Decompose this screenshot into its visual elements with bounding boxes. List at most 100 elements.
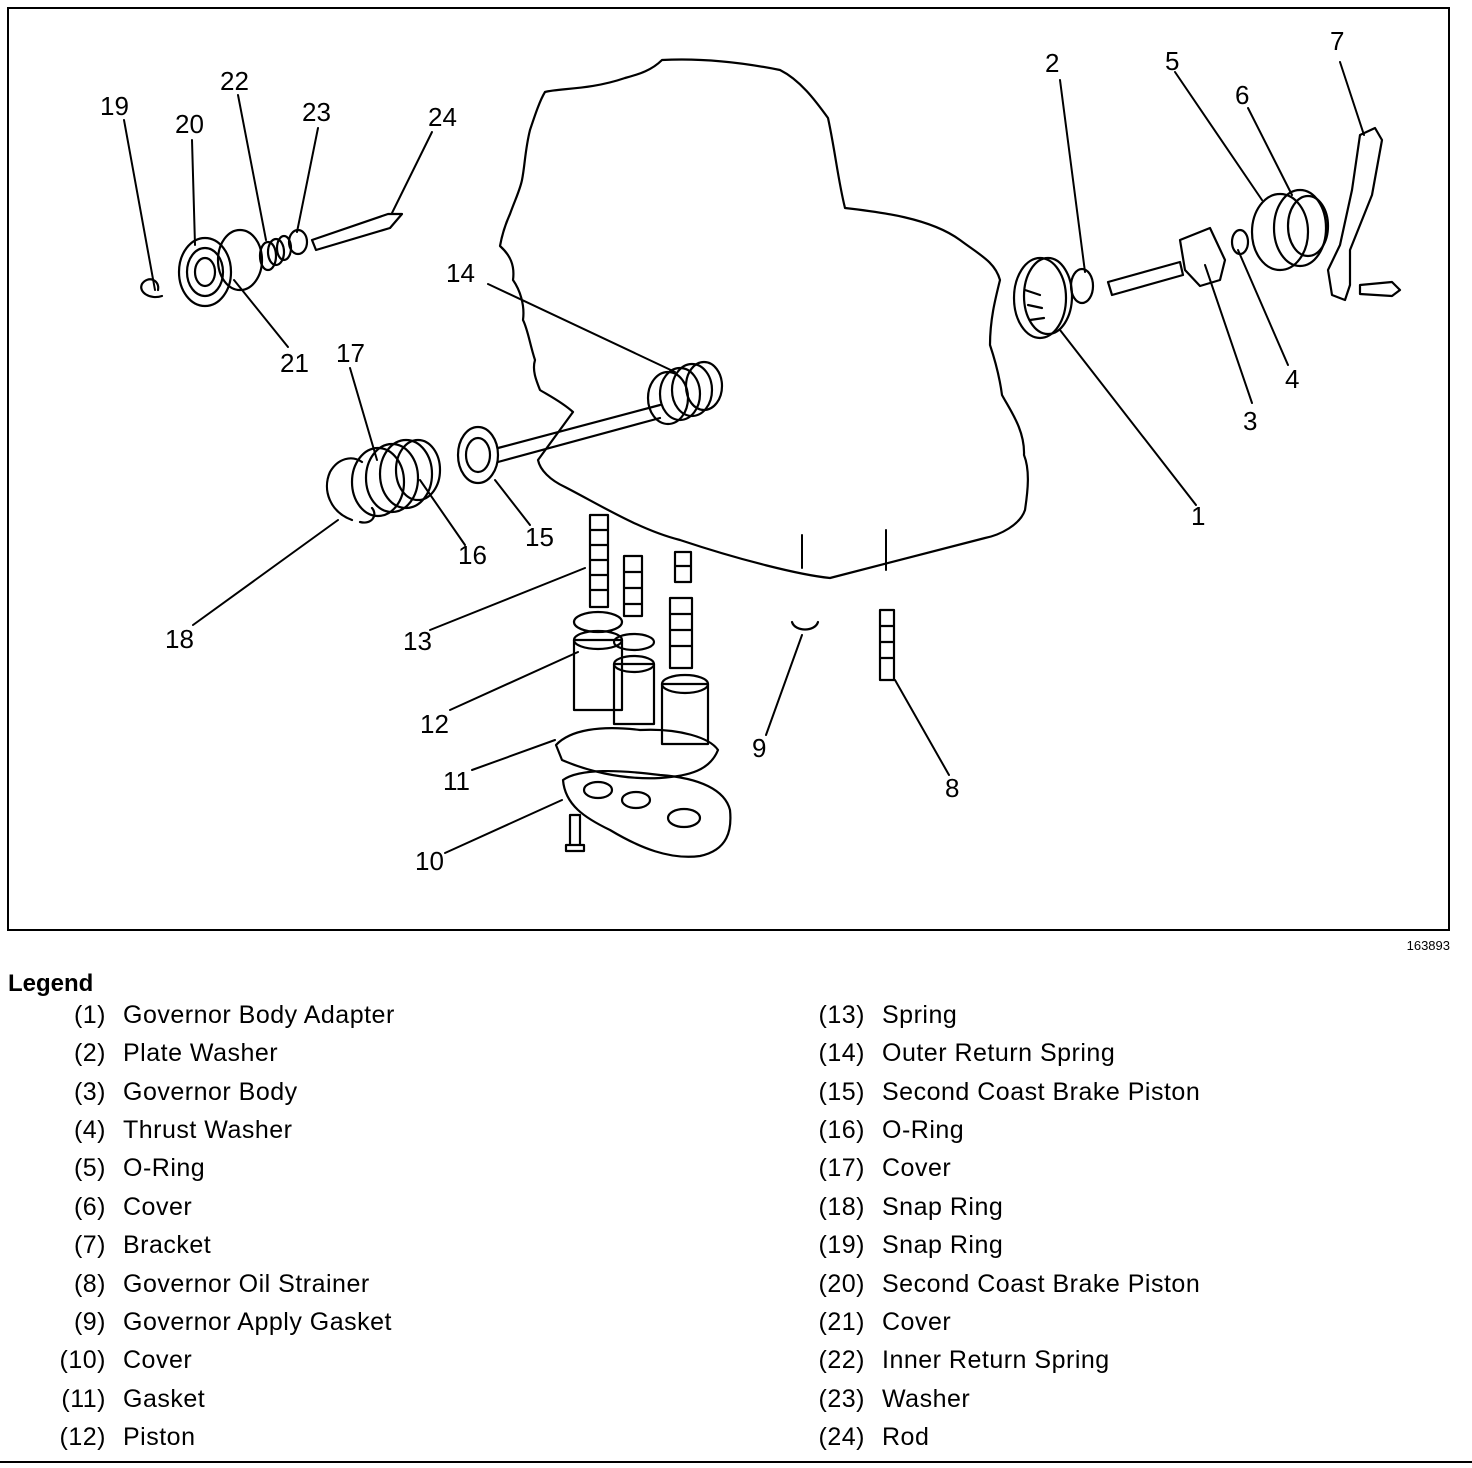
- transmission-case-outline: [498, 58, 1029, 580]
- legend-item-label: Thrust Washer: [123, 1116, 293, 1144]
- legend-item-number: (13): [818, 1001, 865, 1029]
- legend-item-number: (11): [61, 1385, 106, 1413]
- callout-10: 10: [415, 846, 444, 876]
- cover-plate-10: [561, 769, 732, 858]
- legend-item: (5): [0, 1150, 106, 1186]
- legend-item-label: Spring: [882, 1001, 958, 1029]
- callout-24: 24: [428, 102, 457, 132]
- legend-item-label: Snap Ring: [882, 1193, 1004, 1221]
- legend-item-number: (9): [73, 1308, 106, 1336]
- legend-item-number: (23): [818, 1385, 865, 1413]
- legend-item-label: O-Ring: [882, 1116, 965, 1144]
- legend-item: (7): [0, 1227, 106, 1263]
- legend-item-label: Bracket: [123, 1231, 212, 1259]
- legend-item-label: Cover: [123, 1346, 193, 1374]
- legend-item-number: (10): [59, 1346, 106, 1374]
- legend-item: (2): [0, 1035, 106, 1071]
- brake-piston-20: [177, 236, 233, 308]
- callout-22: 22: [220, 66, 249, 96]
- callout-6: 6: [1235, 80, 1249, 110]
- legend-item: (18): [0, 1189, 865, 1225]
- legend-item-label: Plate Washer: [123, 1039, 279, 1067]
- legend-item-number: (17): [818, 1154, 865, 1182]
- legend-item-label: Second Coast Brake Piston: [882, 1078, 1201, 1106]
- snap-ring-19: [140, 278, 164, 299]
- legend-item-label: Piston: [123, 1423, 196, 1451]
- inner-return-spring-22: [258, 234, 293, 272]
- legend-item-label: Governor Apply Gasket: [123, 1308, 392, 1336]
- legend-item: (6): [0, 1189, 106, 1225]
- pistons-12: [572, 610, 710, 746]
- legend-item-number: (16): [818, 1116, 865, 1144]
- callout-7: 7: [1330, 26, 1344, 56]
- governor-body-adapter-1: [1012, 256, 1074, 340]
- callout-numbers: 1 2 3 4 5 6 7 8 9 10 11 12 13 14 15 16 1…: [100, 26, 1344, 876]
- legend-item-number: (24): [818, 1423, 865, 1451]
- legend-item: (10): [0, 1342, 106, 1378]
- callout-23: 23: [302, 97, 331, 127]
- legend-item-number: (4): [73, 1116, 106, 1144]
- legend-item-number: (19): [818, 1231, 865, 1259]
- legend-item: (20): [0, 1266, 865, 1302]
- cover-21: [216, 228, 264, 292]
- legend-item-label: O-Ring: [123, 1154, 206, 1182]
- oil-strainer-8: [878, 608, 896, 682]
- legend-item-label: Cover: [123, 1193, 193, 1221]
- legend-item: (19): [0, 1227, 865, 1263]
- legend-item: (16): [0, 1112, 865, 1148]
- callout-5: 5: [1165, 46, 1179, 76]
- callout-12: 12: [420, 709, 449, 739]
- brake-piston-15: [456, 403, 662, 485]
- legend-item-number: (7): [73, 1231, 106, 1259]
- legend-item: (1): [0, 997, 106, 1033]
- callout-3: 3: [1243, 406, 1257, 436]
- legend-item-number: (2): [73, 1039, 106, 1067]
- legend-item-number: (6): [73, 1193, 106, 1221]
- legend-item-number: (15): [818, 1078, 865, 1106]
- legend-item: (9): [0, 1304, 106, 1340]
- callout-9: 9: [752, 733, 766, 763]
- legend-item-number: (18): [818, 1193, 865, 1221]
- callout-16: 16: [458, 540, 487, 570]
- legend-item-number: (3): [73, 1078, 106, 1106]
- legend-item-label: Rod: [882, 1423, 930, 1451]
- springs-13: [588, 513, 694, 670]
- legend-item-number: (1): [73, 1001, 106, 1029]
- callout-19: 19: [100, 91, 129, 121]
- legend-item: (4): [0, 1112, 106, 1148]
- callout-14: 14: [446, 258, 475, 288]
- legend-item-number: (14): [818, 1039, 865, 1067]
- callout-20: 20: [175, 109, 204, 139]
- legend-item-label: Cover: [882, 1154, 952, 1182]
- legend-title: Legend: [8, 970, 94, 997]
- apply-gasket-9: [790, 620, 820, 631]
- legend-item-number: (21): [818, 1308, 865, 1336]
- o-ring-5: [1250, 192, 1310, 272]
- figure-id-label: 163893: [1406, 938, 1450, 953]
- snap-ring-18: [325, 457, 376, 524]
- governor-body-3: [1106, 226, 1227, 297]
- legend-item: (3): [0, 1074, 106, 1110]
- callout-13: 13: [403, 626, 432, 656]
- legend-item-label: Governor Oil Strainer: [123, 1270, 370, 1298]
- cover-17: [350, 438, 442, 518]
- rod-24: [310, 212, 404, 252]
- legend-item: (24): [0, 1419, 865, 1455]
- gasket-11: [554, 727, 720, 780]
- callout-4: 4: [1285, 364, 1299, 394]
- legend-item-number: (20): [818, 1270, 865, 1298]
- legend-item: (15): [0, 1074, 865, 1110]
- legend-item-label: Outer Return Spring: [882, 1039, 1116, 1067]
- bracket-7: [1326, 126, 1402, 302]
- legend-item-label: Second Coast Brake Piston: [882, 1270, 1201, 1298]
- legend-item-label: Governor Body Adapter: [123, 1001, 395, 1029]
- legend-item-label: Cover: [882, 1308, 952, 1336]
- legend-item: (14): [0, 1035, 865, 1071]
- callout-11: 11: [443, 766, 470, 796]
- legend-item: (11): [0, 1381, 105, 1417]
- legend-item: (21): [0, 1304, 865, 1340]
- callout-18: 18: [165, 624, 194, 654]
- cover-6: [1272, 188, 1330, 268]
- bottom-divider: [0, 1461, 1472, 1463]
- plate-washer-2: [1069, 267, 1095, 305]
